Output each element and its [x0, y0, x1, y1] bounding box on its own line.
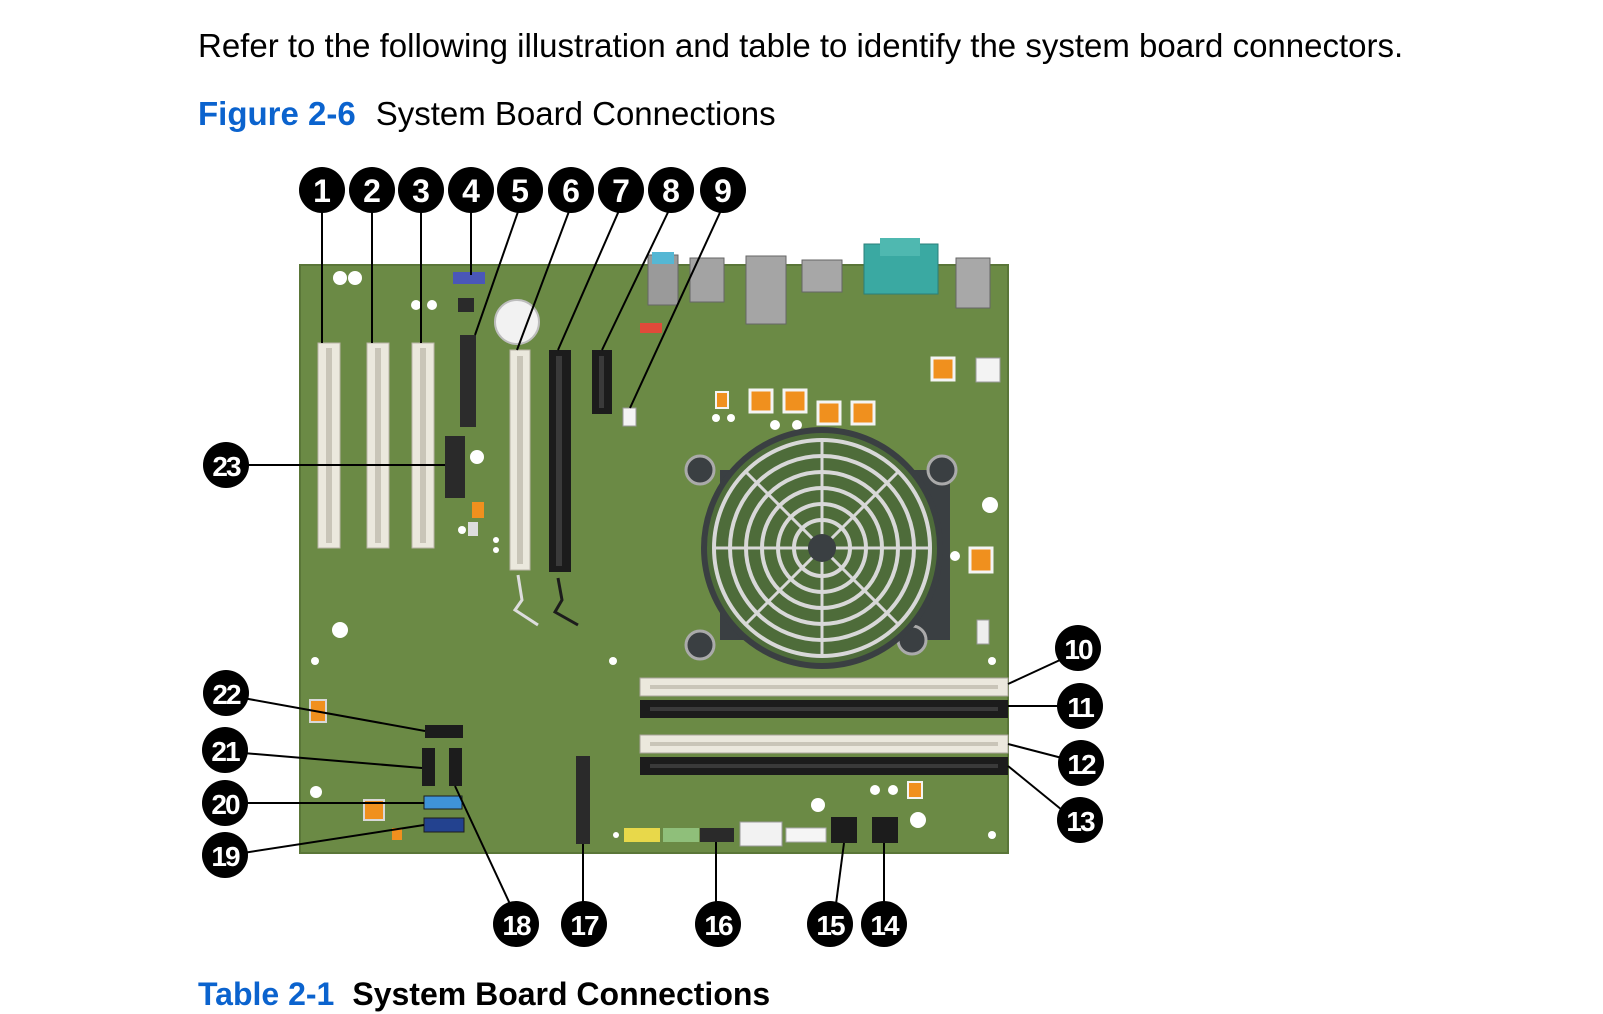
callout-23: 23 [203, 442, 249, 488]
header-16 [700, 828, 734, 842]
cpu-fan [684, 427, 958, 669]
callout-17: 17 [561, 901, 607, 947]
callout-label: 9 [714, 173, 732, 209]
header-5 [460, 335, 476, 427]
callout-2: 2 [349, 167, 395, 213]
table-caption: Table 2-1 System Board Connections [198, 974, 770, 1014]
callout-19: 19 [202, 832, 248, 878]
callout-label: 17 [570, 910, 599, 941]
figure-title: System Board Connections [375, 95, 776, 132]
battery [494, 299, 540, 345]
callout-12: 12 [1058, 740, 1104, 786]
callout-15: 15 [807, 901, 853, 947]
sata-connectors [422, 725, 465, 833]
pci-slots [317, 342, 435, 549]
callout-label: 15 [816, 910, 845, 941]
callout-label: 19 [211, 841, 240, 872]
callout-label: 7 [612, 173, 630, 209]
callout-8: 8 [648, 167, 694, 213]
callout-9: 9 [700, 167, 746, 213]
callout-1: 1 [299, 167, 345, 213]
callout-label: 1 [313, 173, 331, 209]
header-4 [453, 272, 485, 284]
callout-label: 21 [211, 736, 240, 767]
callout-label: 8 [662, 173, 680, 209]
callout-4: 4 [448, 167, 494, 213]
callout-7: 7 [598, 167, 644, 213]
callout-13: 13 [1057, 797, 1103, 843]
callout-11: 11 [1057, 683, 1103, 729]
callout-label: 18 [502, 910, 531, 941]
mounting-holes [310, 271, 998, 839]
callout-22: 22 [203, 670, 249, 716]
table-title: System Board Connections [352, 976, 771, 1012]
callout-label: 16 [704, 910, 733, 941]
orange-components [309, 356, 994, 840]
callout-label: 2 [363, 173, 381, 209]
callout-label: 14 [870, 910, 900, 941]
callout-leaders [242, 205, 1063, 905]
table-number: Table 2-1 [198, 976, 335, 1012]
callout-label: 11 [1067, 692, 1094, 723]
callout-20: 20 [202, 780, 248, 826]
callout-label: 5 [511, 173, 529, 209]
callout-label: 3 [412, 173, 430, 209]
callout-14: 14 [861, 901, 907, 947]
callout-label: 12 [1067, 749, 1096, 780]
callout-label: 10 [1064, 634, 1093, 665]
callout-21: 21 [202, 727, 248, 773]
connector-14 [872, 817, 898, 843]
callout-label: 13 [1066, 806, 1095, 837]
callout-3: 3 [398, 167, 444, 213]
intro-paragraph: Refer to the following illustration and … [198, 27, 1404, 64]
header-17 [576, 756, 590, 844]
callout-16: 16 [695, 901, 741, 947]
header-23 [445, 436, 465, 498]
figure-number: Figure 2-6 [198, 95, 356, 132]
jumper-9 [622, 407, 637, 427]
figure-caption: Figure 2-6 System Board Connections [198, 94, 776, 134]
callout-label: 23 [212, 451, 241, 482]
connector-15 [831, 817, 857, 843]
callout-5: 5 [497, 167, 543, 213]
callout-label: 22 [212, 679, 241, 710]
callout-18: 18 [493, 901, 539, 947]
rear-io-panel [647, 238, 991, 325]
callout-label: 20 [211, 789, 240, 820]
callout-label: 6 [562, 173, 580, 209]
callout-6: 6 [548, 167, 594, 213]
callout-label: 4 [462, 173, 480, 209]
callout-10: 10 [1055, 625, 1101, 671]
